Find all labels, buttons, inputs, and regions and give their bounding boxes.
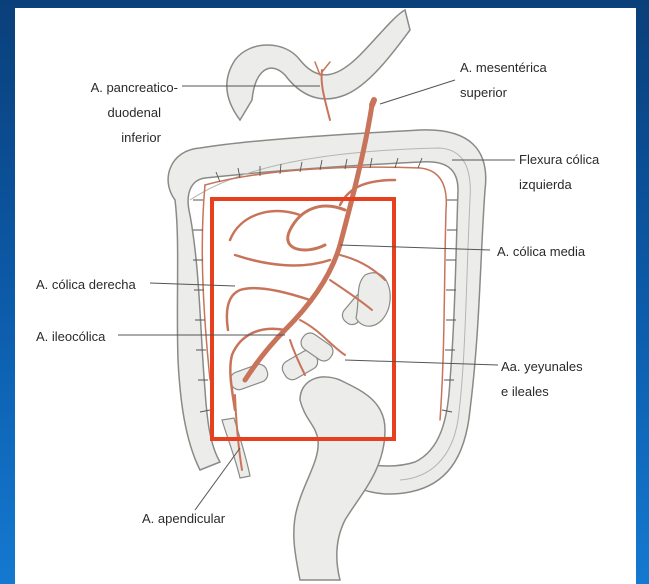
label-pancreatico-line2: duodenal [108, 105, 162, 120]
label-ileocolica: A. ileocólica [36, 329, 106, 344]
label-mesenterica-line1: A. mesentérica [460, 60, 547, 75]
label-flexura-line2: izquierda [519, 177, 573, 192]
label-colica-media: A. cólica media [497, 244, 586, 259]
label-apendicular: A. apendicular [142, 511, 226, 526]
label-pancreatico-line1: A. pancreatico- [91, 80, 178, 95]
ileum-loop [294, 377, 385, 580]
label-yeyunales-line2: e ileales [501, 384, 549, 399]
label-yeyunales-line1: Aa. yeyunales [501, 359, 583, 374]
label-pancreatico-line3: inferior [121, 130, 161, 145]
label-mesenterica-line2: superior [460, 85, 508, 100]
label-flexura-line1: Flexura cólica [519, 152, 600, 167]
label-colica-derecha: A. cólica derecha [36, 277, 136, 292]
